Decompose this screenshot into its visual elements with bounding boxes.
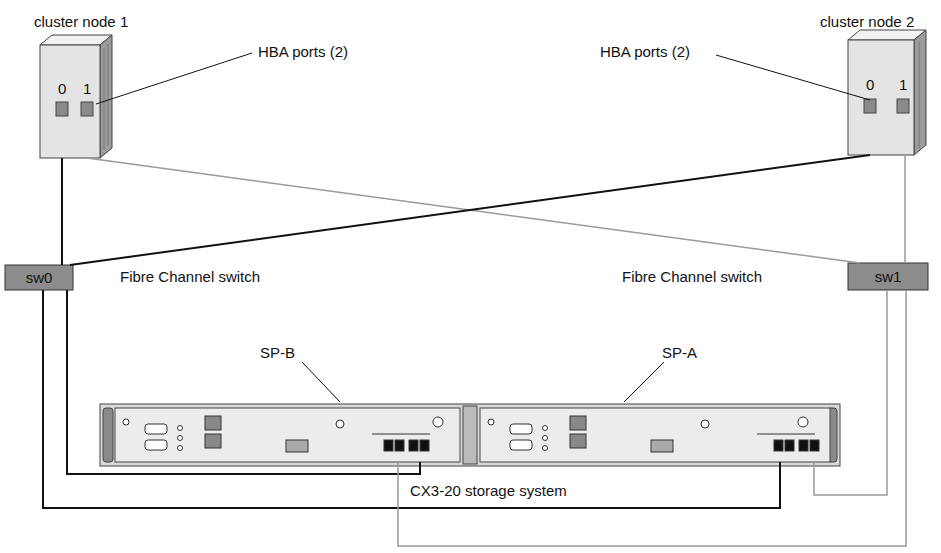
server-tower [848, 30, 926, 155]
server-tower [864, 99, 876, 113]
panel-detail [409, 440, 418, 451]
panel-detail [286, 440, 308, 452]
panel-detail [488, 419, 494, 425]
panel-detail [420, 440, 429, 451]
storage-chassis [115, 408, 460, 462]
panel-detail [651, 440, 673, 452]
leader-line [716, 55, 870, 100]
panel-detail [205, 434, 221, 448]
panel-detail [785, 440, 794, 451]
callout-label: HBA ports (2) [600, 43, 690, 61]
panel-detail [799, 440, 808, 451]
leader-line [624, 362, 664, 402]
panel-detail [543, 436, 548, 441]
storage-chassis [480, 408, 830, 462]
switch-body [848, 263, 928, 290]
callout-label: HBA ports (2) [258, 43, 348, 61]
storage-chassis [463, 406, 477, 464]
panel-detail [123, 419, 129, 425]
panel-detail [178, 446, 183, 451]
panel-detail [433, 417, 443, 427]
fibre-cable [67, 290, 420, 474]
server-tower [56, 102, 68, 116]
fibre-cable [61, 158, 63, 265]
leader-line [96, 53, 252, 104]
node-title: cluster node 2 [820, 13, 914, 31]
node-title: cluster node 1 [34, 13, 128, 31]
storage-chassis [103, 408, 113, 462]
storage-chassis: CX3-20 storage systemSP-BSP-A [100, 404, 840, 466]
server-tower [40, 45, 100, 158]
server-tower [40, 35, 112, 158]
device-label: Fibre Channel switch [120, 268, 260, 286]
panel-detail [543, 446, 548, 451]
server-tower [897, 99, 909, 113]
panel-detail [336, 420, 344, 428]
server-tower [914, 30, 926, 155]
server-tower [848, 40, 914, 155]
panel-detail [774, 440, 783, 451]
fibre-cable [43, 290, 780, 508]
server-tower [919, 42, 920, 148]
panel-detail [145, 440, 167, 450]
port-number: 1 [899, 76, 907, 94]
panel-detail [510, 424, 532, 434]
storage-chassis [100, 404, 840, 466]
panel-detail [145, 424, 167, 434]
leader-line [96, 53, 870, 402]
panel-detail [178, 436, 183, 441]
switch-name: sw1 [875, 268, 902, 286]
node-title: SP-B [260, 344, 295, 362]
panel-detail [757, 434, 815, 435]
server-tower [108, 44, 109, 146]
port-number: 0 [866, 76, 874, 94]
server-tower: cluster node 1 [40, 45, 100, 158]
server-tower: cluster node 2 [848, 40, 914, 155]
leader-line [302, 362, 340, 402]
panel-detail [123, 416, 819, 452]
node-title: SP-A [662, 344, 697, 362]
port-number: 1 [83, 80, 91, 98]
panel-detail [205, 416, 221, 430]
fibre-cable [814, 290, 887, 495]
fibre-cable [904, 155, 906, 263]
switch-body [5, 263, 928, 290]
storage-chassis [100, 404, 840, 466]
panel-detail [510, 440, 532, 450]
panel-detail [570, 416, 586, 430]
server-tower [100, 35, 112, 158]
device-label: Fibre Channel switch [622, 268, 762, 286]
storage-processor: SP-A [480, 408, 830, 462]
storage-processor: SP-B [115, 408, 460, 462]
panel-detail [372, 434, 430, 435]
node-title: CX3-20 storage system [410, 482, 567, 500]
panel-detail [384, 440, 393, 451]
panel-detail [178, 426, 183, 431]
panel-detail [701, 420, 709, 428]
port-number: 0 [58, 80, 66, 98]
server-tower [81, 102, 93, 116]
fc-switch: sw0 [5, 265, 73, 290]
fc-switch: sw1 [848, 263, 928, 290]
server-tower [104, 48, 105, 150]
switch-body [5, 265, 73, 290]
fibre-cable [398, 290, 906, 546]
switch-name: sw0 [26, 269, 53, 287]
panel-detail [798, 417, 808, 427]
panel-detail [543, 426, 548, 431]
panel-detail [395, 440, 404, 451]
server-tower [848, 30, 926, 40]
fibre-cable [70, 155, 870, 265]
panel-detail [570, 434, 586, 448]
panel-detail [810, 440, 819, 451]
